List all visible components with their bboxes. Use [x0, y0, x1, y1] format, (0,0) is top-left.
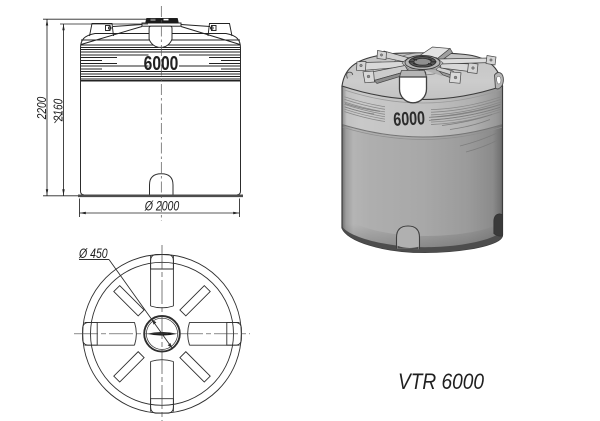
svg-text:2200: 2200	[35, 96, 49, 120]
svg-text:6000: 6000	[393, 107, 426, 130]
svg-text:2160: 2160	[51, 98, 65, 122]
svg-text:Ø 2000: Ø 2000	[144, 198, 180, 214]
svg-text:Ø 450: Ø 450	[78, 246, 108, 262]
svg-text:VTR 6000: VTR 6000	[398, 370, 485, 395]
svg-text:6000: 6000	[144, 52, 179, 74]
